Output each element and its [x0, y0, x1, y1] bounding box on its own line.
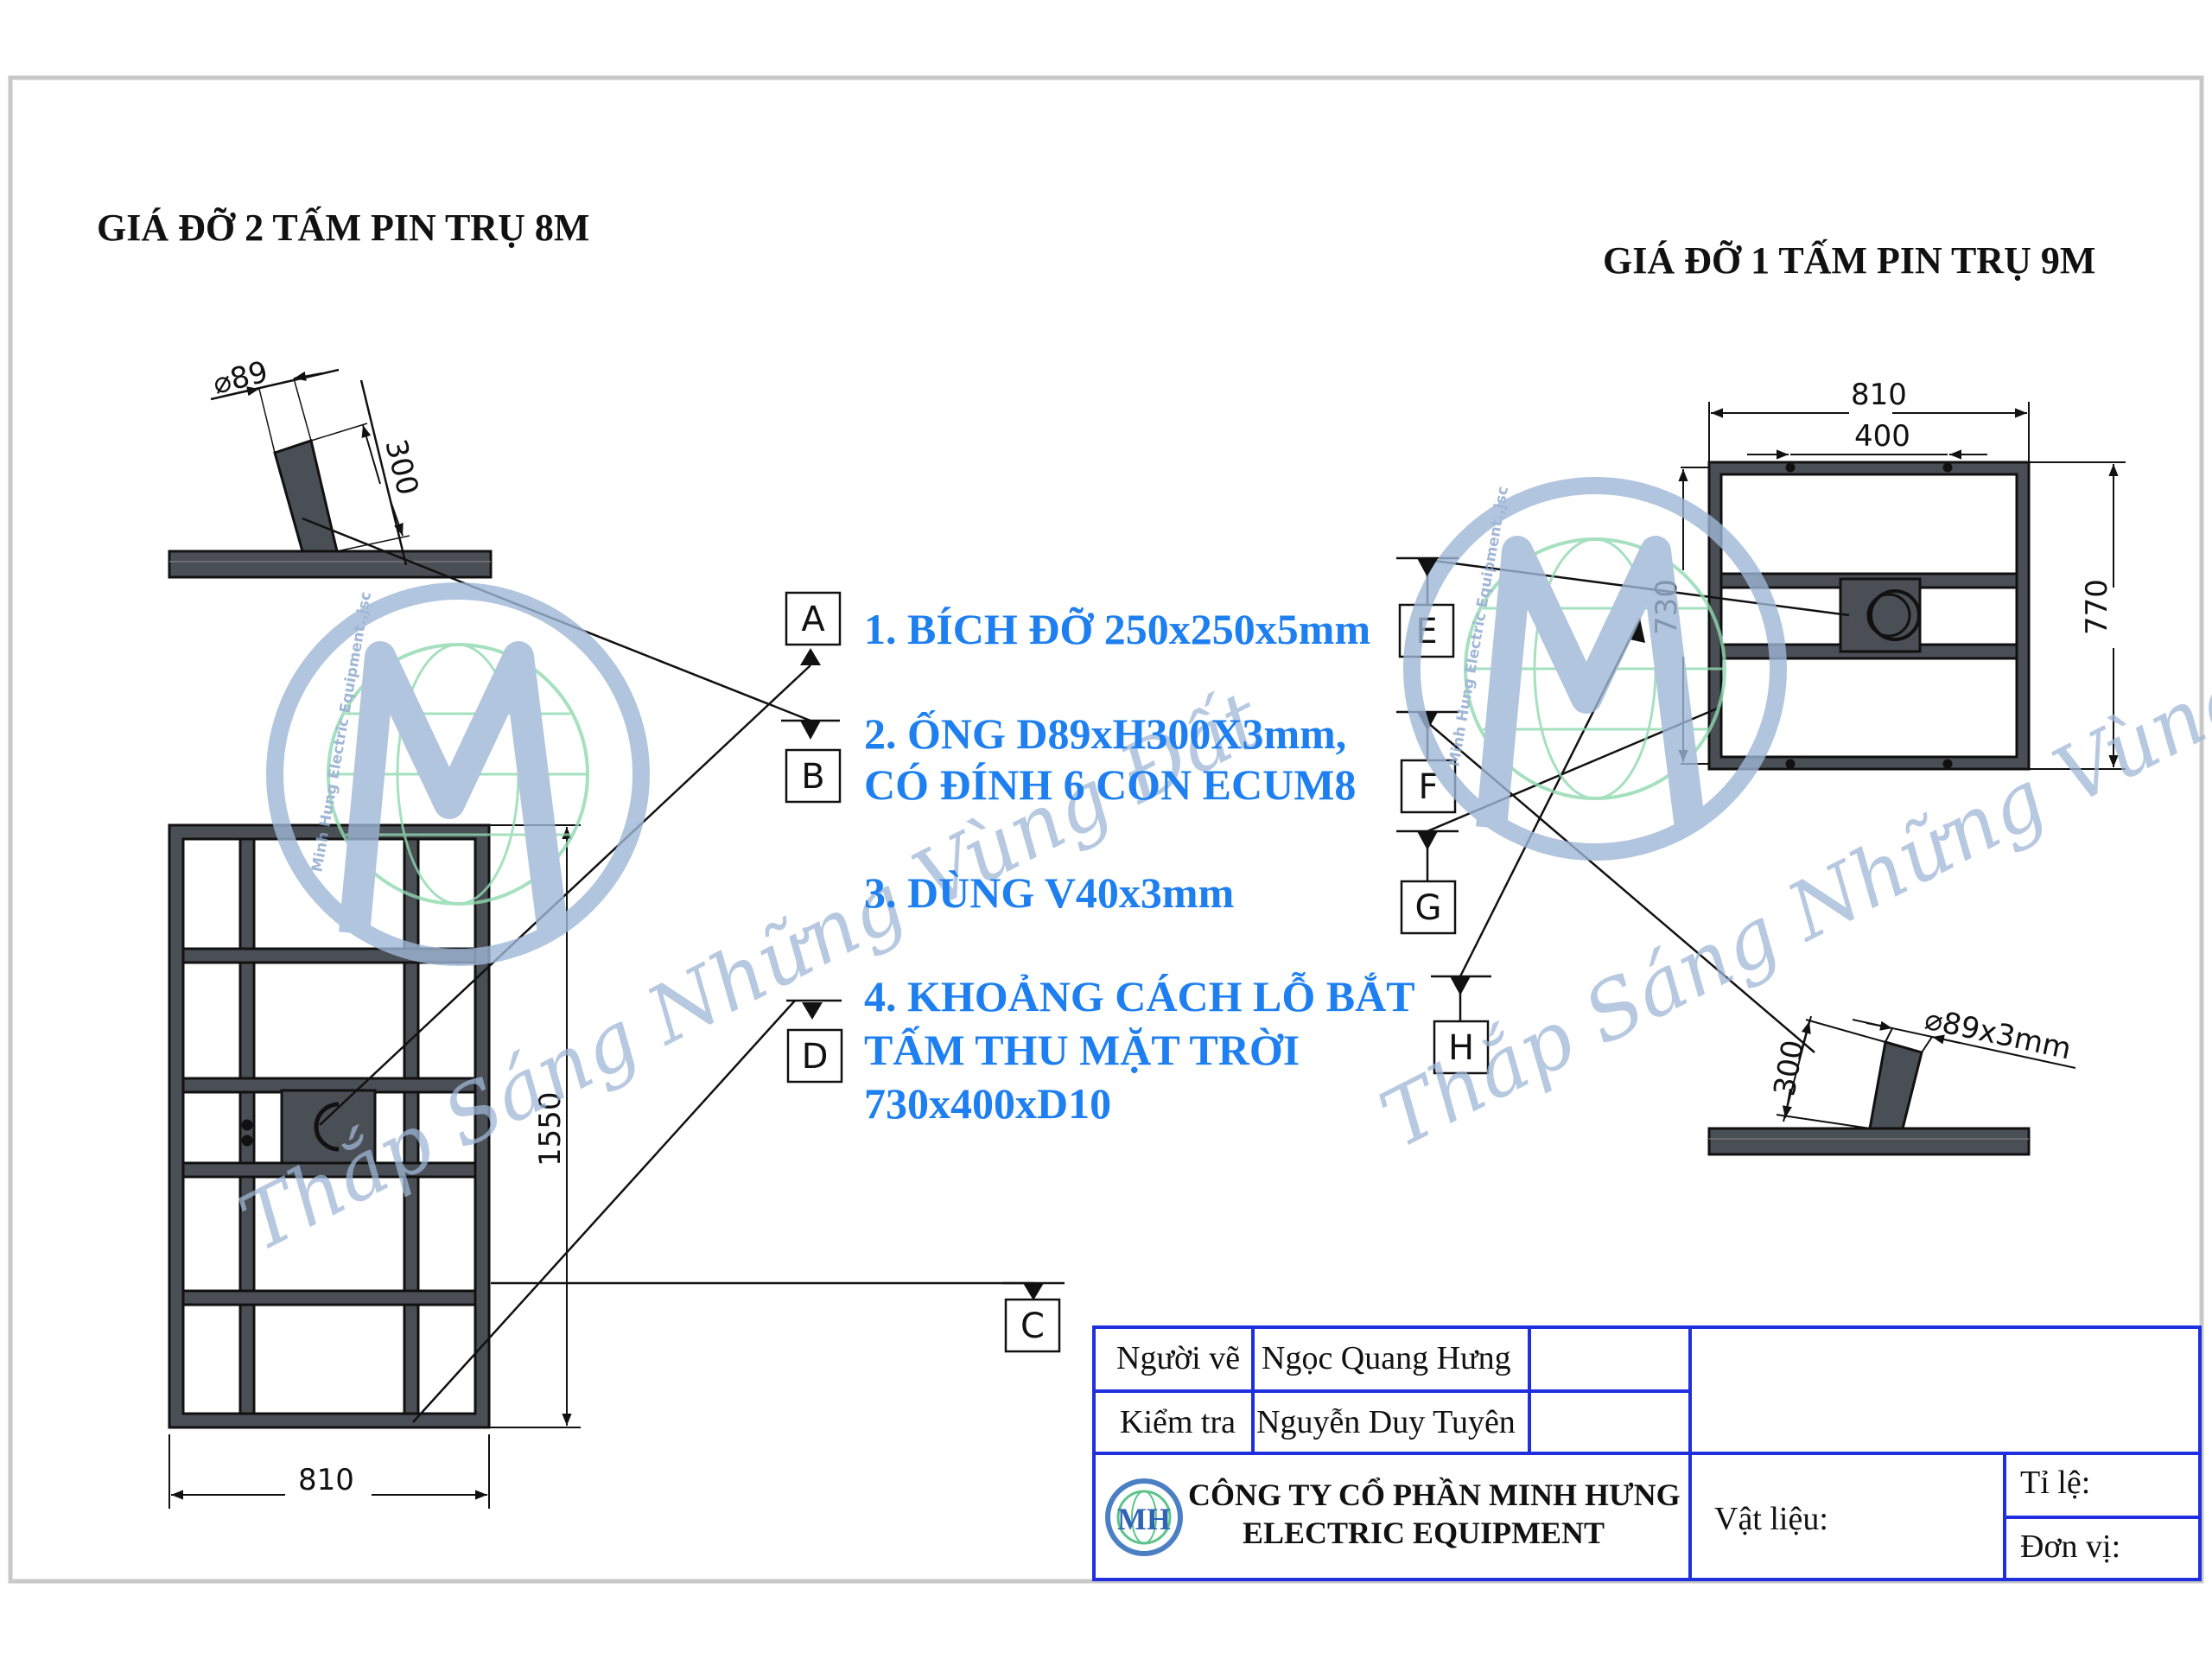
- drawn-by-label: Người vẽ: [1116, 1340, 1240, 1376]
- left-front-frame: [168, 823, 491, 1429]
- watermark-logo-left: Minh Hung Electric Equipment.,jsc: [266, 582, 650, 966]
- callout-stubs: [781, 556, 1491, 1285]
- watermark-logo-right: Minh Hung Electric Equipment.,jsc: [1403, 477, 1787, 861]
- svg-text:C: C: [1020, 1306, 1045, 1346]
- note-4-line-3: 730x400xD10: [864, 1079, 1111, 1128]
- material-label: Vật liệu:: [1714, 1501, 1828, 1537]
- dim-pipe-diameter-left: ⌀89: [210, 354, 272, 401]
- svg-text:MH: MH: [1117, 1502, 1171, 1536]
- drawn-by-value: Ngọc Quang Hưng: [1262, 1340, 1511, 1376]
- callout-H: H: [1433, 1020, 1490, 1075]
- dim-height-right: 770: [2080, 579, 2114, 635]
- dim-pipe-length-left: 300: [378, 436, 425, 499]
- svg-text:A: A: [801, 600, 825, 639]
- right-side-view: [1707, 1040, 2031, 1156]
- right-drawing-title: GIÁ ĐỠ 1 TẤM PIN TRỤ 9M: [1603, 238, 2095, 282]
- right-pipe-dimensions: [1776, 1015, 2076, 1129]
- checked-by-label: Kiểm tra: [1120, 1404, 1236, 1440]
- dim-pipe-diameter-right: ⌀89x3mm: [1922, 1002, 2074, 1067]
- leader-arrowhead: [1630, 619, 1645, 643]
- callout-A: A: [785, 591, 842, 646]
- callout-B: B: [785, 748, 842, 804]
- scale-label: Tỉ lệ:: [2020, 1465, 2090, 1501]
- note-1: 1. BÍCH ĐỠ 250x250x5mm: [864, 605, 1370, 653]
- callout-G: G: [1400, 880, 1457, 935]
- svg-text:H: H: [1448, 1028, 1474, 1068]
- note-4-line-1: 4. KHOẢNG CÁCH LỖ BẮT: [864, 970, 1415, 1020]
- company-name-line-2: ELECTRIC EQUIPMENT: [1243, 1516, 1605, 1550]
- callout-D: D: [786, 1028, 843, 1084]
- note-2-line-1: 2. ỐNG D89xH300X3mm,: [864, 709, 1346, 758]
- dim-height-left: 1550: [533, 1091, 568, 1166]
- unit-label: Đơn vị:: [2020, 1529, 2120, 1565]
- note-3: 3. DÙNG V40x3mm: [864, 868, 1234, 917]
- checked-by-value: Nguyễn Duy Tuyên: [1256, 1404, 1516, 1440]
- svg-text:B: B: [801, 757, 824, 797]
- note-2-line-2: CÓ ĐÍNH 6 CON ECUM8: [864, 760, 1356, 809]
- dim-hole-spacing-right: 400: [1854, 419, 1910, 454]
- note-4-line-2: TẤM THU MẶT TRỜI: [864, 1025, 1300, 1074]
- right-top-frame: [1707, 461, 2031, 771]
- dim-pipe-length-right: 300: [1767, 1038, 1811, 1099]
- left-side-view: ⌀89 300: [168, 354, 493, 579]
- company-name-line-1: CÔNG TY CỔ PHẦN MINH HƯNG: [1188, 1477, 1681, 1512]
- dim-width-left: 810: [298, 1463, 354, 1497]
- company-logo: MH: [1105, 1478, 1183, 1556]
- dim-width-right: 810: [1851, 378, 1907, 412]
- left-drawing-title: GIÁ ĐỠ 2 TẤM PIN TRỤ 8M: [97, 206, 589, 249]
- title-block: [1092, 1325, 2202, 1581]
- svg-text:G: G: [1415, 888, 1442, 928]
- svg-text:F: F: [1418, 767, 1438, 807]
- svg-text:D: D: [802, 1037, 829, 1077]
- callout-C: C: [1004, 1298, 1061, 1353]
- notes: 1. BÍCH ĐỠ 250x250x5mm 2. ỐNG D89xH300X3…: [864, 605, 1415, 1128]
